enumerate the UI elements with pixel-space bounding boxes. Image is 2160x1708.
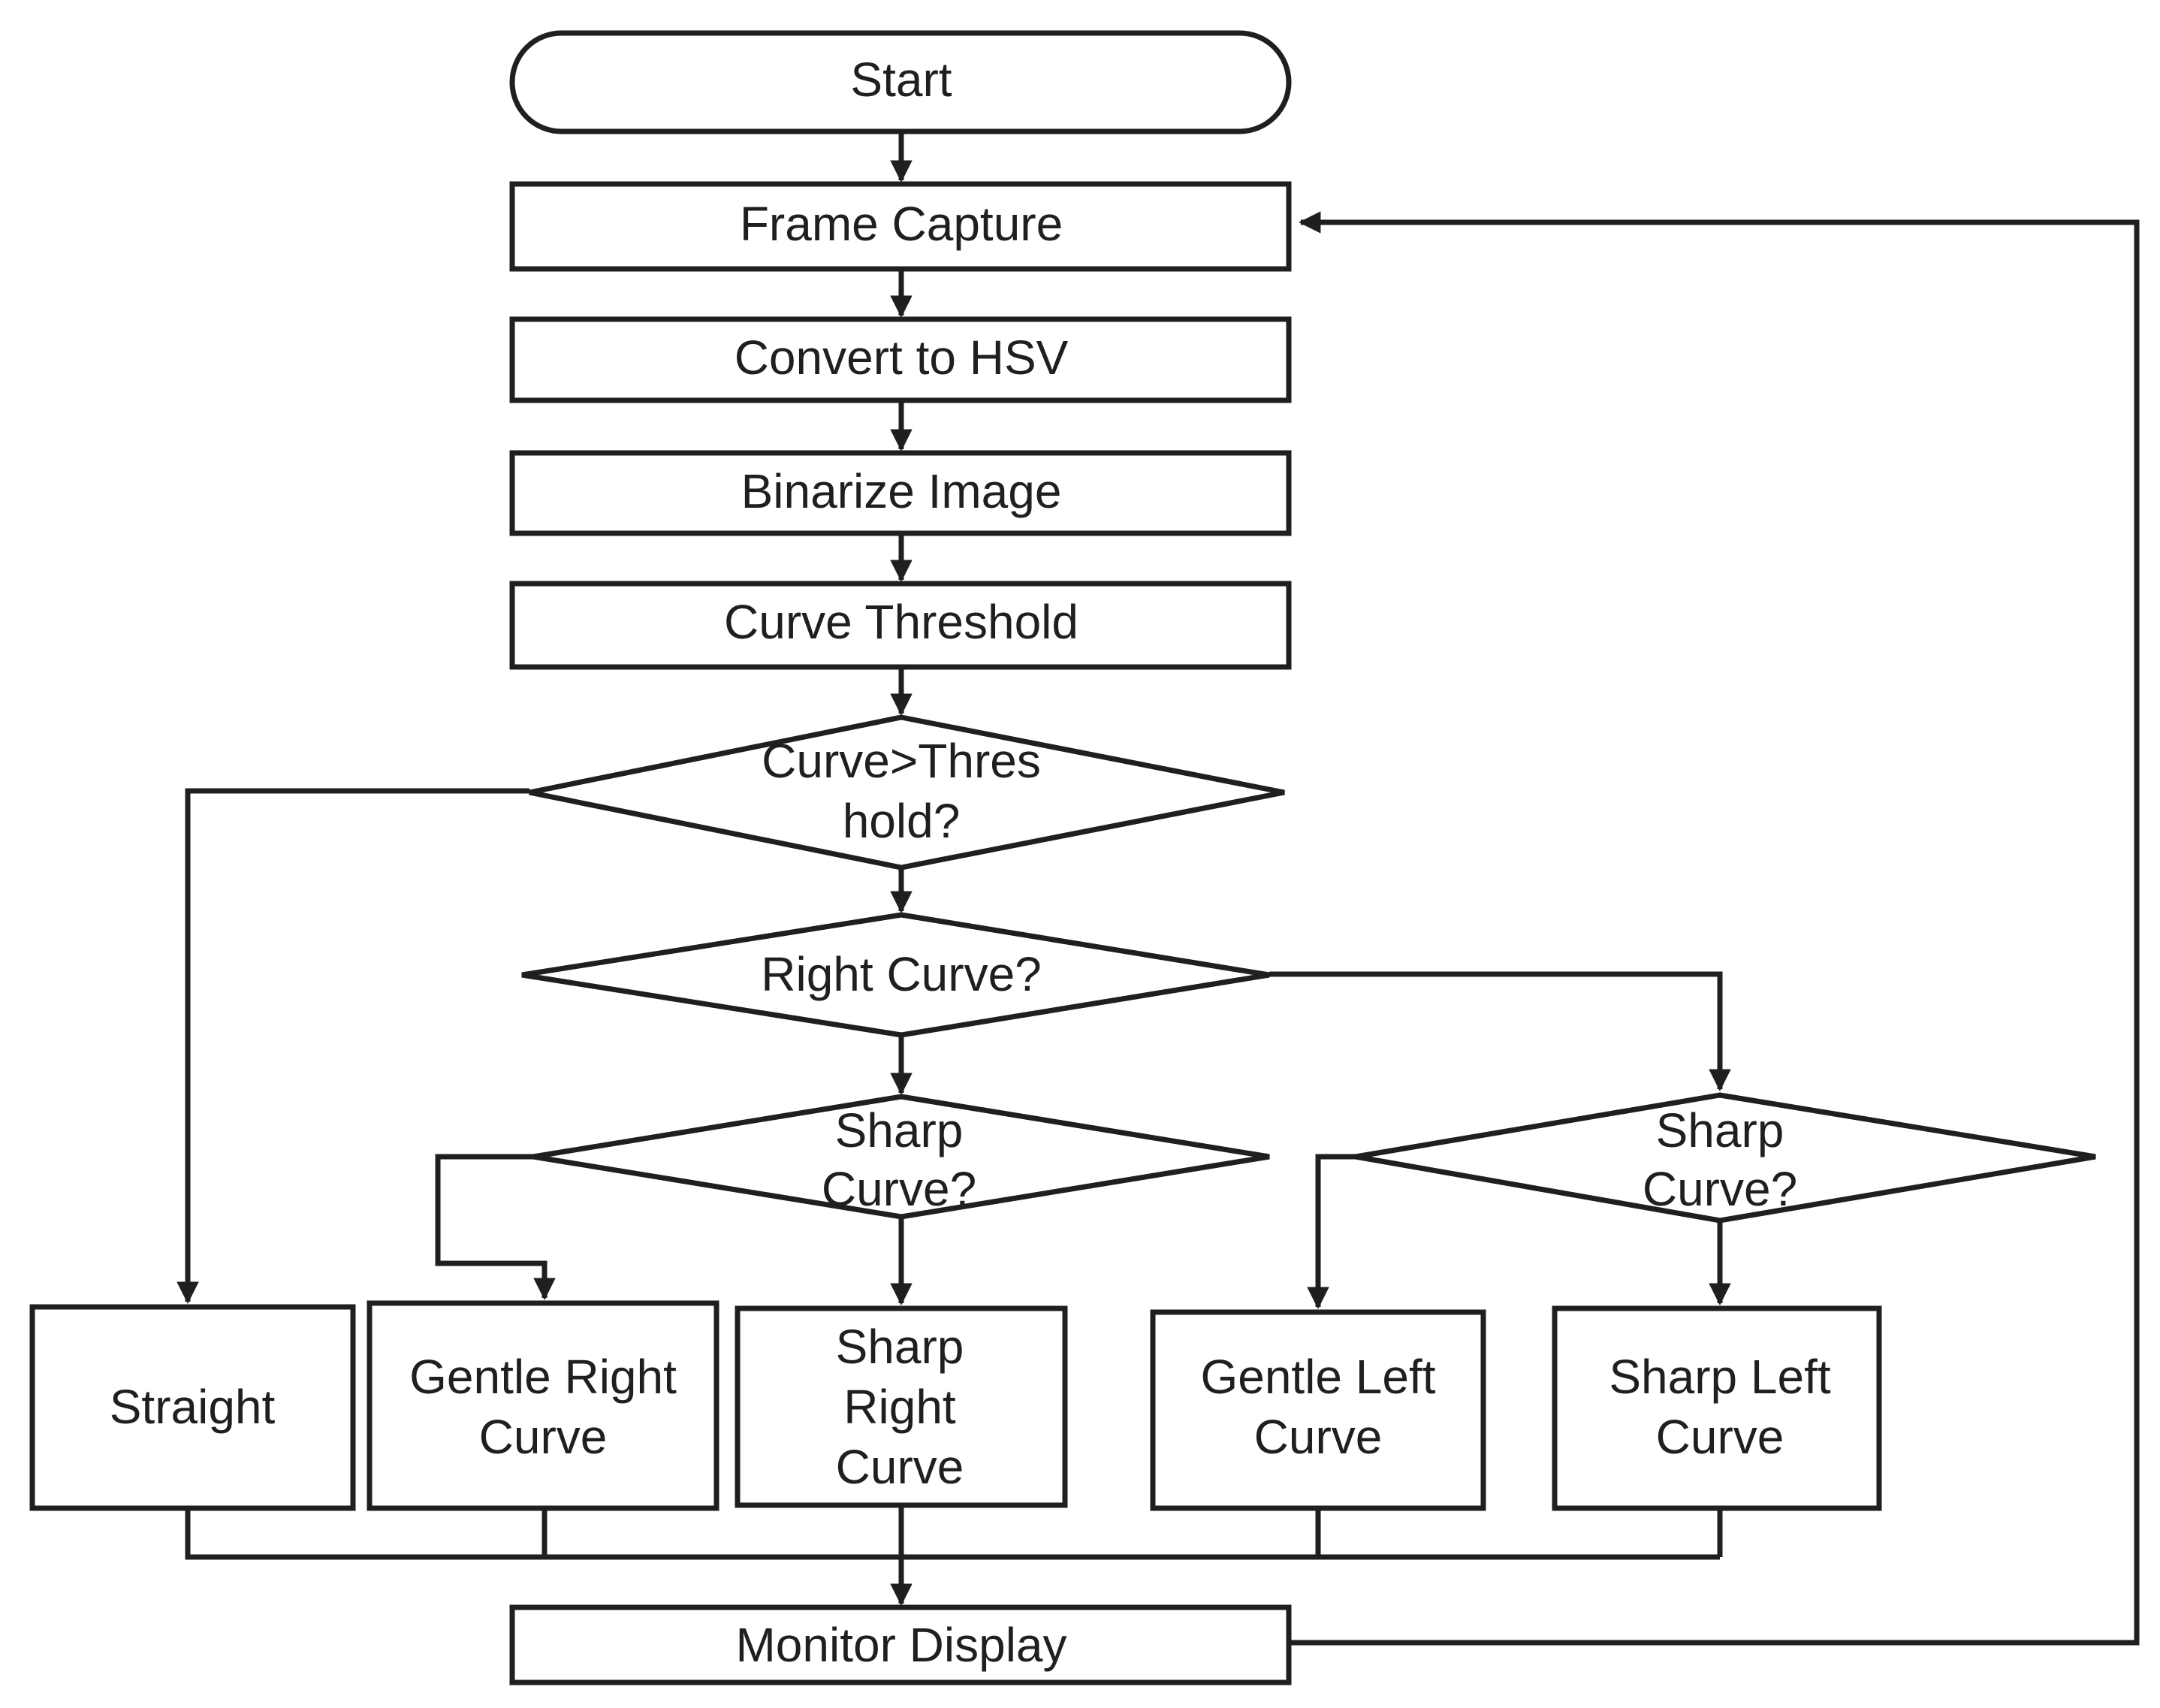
- gentle-left-label-line1: Gentle Left: [1200, 1350, 1435, 1404]
- frame-capture-node: Frame Capture: [509, 181, 1292, 272]
- gentle-right-curve-node: Gentle Right Curve: [367, 1300, 719, 1511]
- monitor-display-label: Monitor Display: [735, 1618, 1066, 1672]
- sharp-left-label-line2: Curve: [1656, 1410, 1784, 1464]
- start-node: Start: [509, 30, 1292, 134]
- decision-sharp-right-label-line2: Curve?: [822, 1162, 976, 1216]
- decision-threshold-label-line1: Curve>Thres: [762, 734, 1041, 788]
- frame-capture-label: Frame Capture: [740, 197, 1063, 251]
- straight-label: Straight: [110, 1380, 276, 1434]
- convert-hsv-node: Convert to HSV: [509, 316, 1292, 403]
- arrow-sharp-left-no-to-gentle-left: [1307, 1154, 1356, 1309]
- binarize-node: Binarize Image: [509, 450, 1292, 536]
- curve-threshold-label: Curve Threshold: [724, 595, 1078, 649]
- arrow-sharp-right-no-to-gentle-right: [435, 1154, 556, 1300]
- straight-node: Straight: [29, 1304, 356, 1511]
- arrow-threshold-no-to-straight: [176, 788, 529, 1304]
- decision-threshold-node: Curve>Thres hold?: [529, 714, 1285, 871]
- monitor-display-node: Monitor Display: [509, 1604, 1292, 1685]
- convert-hsv-label: Convert to HSV: [735, 330, 1069, 385]
- sharp-left-label-line1: Sharp Left: [1609, 1350, 1831, 1404]
- sharp-right-label-line3: Curve: [836, 1440, 964, 1494]
- decision-threshold-label-line2: hold?: [843, 794, 961, 848]
- arrow-right-curve-no-to-sharp-left-decision: [1269, 971, 1731, 1091]
- binarize-label: Binarize Image: [741, 464, 1062, 518]
- connectors: [176, 131, 2140, 1646]
- start-label: Start: [850, 53, 952, 107]
- gentle-left-label-line2: Curve: [1254, 1410, 1383, 1464]
- decision-sharp-left-label-line2: Curve?: [1643, 1162, 1797, 1216]
- gentle-right-label-line1: Gentle Right: [409, 1350, 677, 1404]
- loop-back-monitor-to-frame-capture: [1289, 211, 2140, 1646]
- gentle-left-curve-node: Gentle Left Curve: [1150, 1309, 1486, 1511]
- gentle-right-label-line2: Curve: [479, 1410, 608, 1464]
- decision-sharp-right-node: Sharp Curve?: [532, 1094, 1270, 1220]
- decision-sharp-left-label-line1: Sharp: [1656, 1103, 1784, 1157]
- curve-threshold-node: Curve Threshold: [509, 581, 1292, 670]
- decision-right-curve-node: Right Curve?: [521, 912, 1270, 1038]
- decision-right-curve-label: Right Curve?: [761, 947, 1042, 1001]
- sharp-right-label-line1: Sharp: [836, 1320, 964, 1374]
- sharp-left-curve-node: Sharp Left Curve: [1552, 1305, 1882, 1511]
- decision-sharp-left-node: Sharp Curve?: [1355, 1092, 2096, 1224]
- sharp-right-label-line2: Right: [843, 1380, 956, 1434]
- sharp-right-curve-node: Sharp Right Curve: [735, 1305, 1068, 1508]
- decision-sharp-right-label-line1: Sharp: [835, 1103, 964, 1157]
- merge-line-to-monitor: [185, 1508, 1723, 1560]
